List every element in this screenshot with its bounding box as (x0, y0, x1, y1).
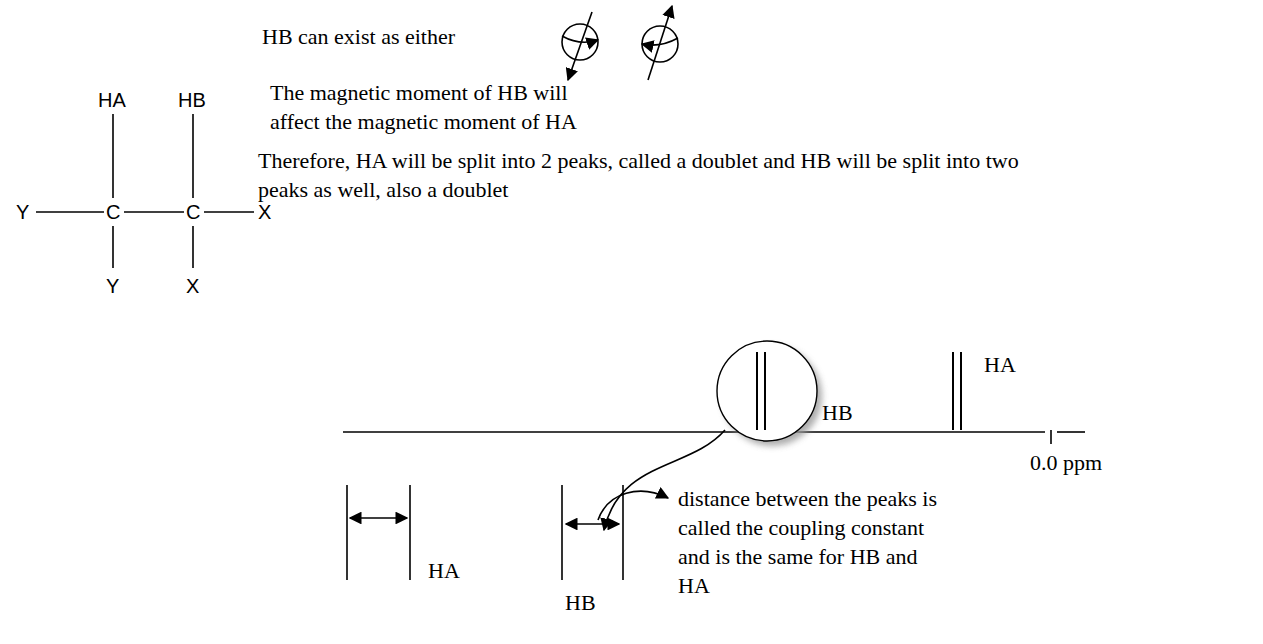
peak-label: HA (428, 556, 460, 585)
note-text: HB can exist as either (262, 22, 455, 51)
atom-label: Y (106, 272, 119, 301)
molecule-bonds (36, 114, 254, 268)
atom-label: Y (16, 198, 29, 227)
note-text: distance between the peaks is called the… (678, 484, 938, 600)
atom-label: C (106, 198, 120, 227)
peak-label: HB (565, 588, 596, 617)
axis-label: 0.0 ppm (1030, 448, 1102, 477)
note-text: The magnetic moment of HB will affect th… (270, 78, 580, 136)
spin-symbols (562, 6, 678, 80)
atom-label: HB (178, 86, 206, 115)
atom-label: C (186, 198, 200, 227)
atom-label: X (258, 198, 271, 227)
peak-label: HB (822, 398, 853, 427)
coupling-doublets (347, 485, 668, 580)
atom-label: HA (98, 86, 126, 115)
note-text: Therefore, HA will be split into 2 peaks… (258, 146, 1038, 204)
peak-label: HA (984, 350, 1016, 379)
atom-label: X (186, 272, 199, 301)
